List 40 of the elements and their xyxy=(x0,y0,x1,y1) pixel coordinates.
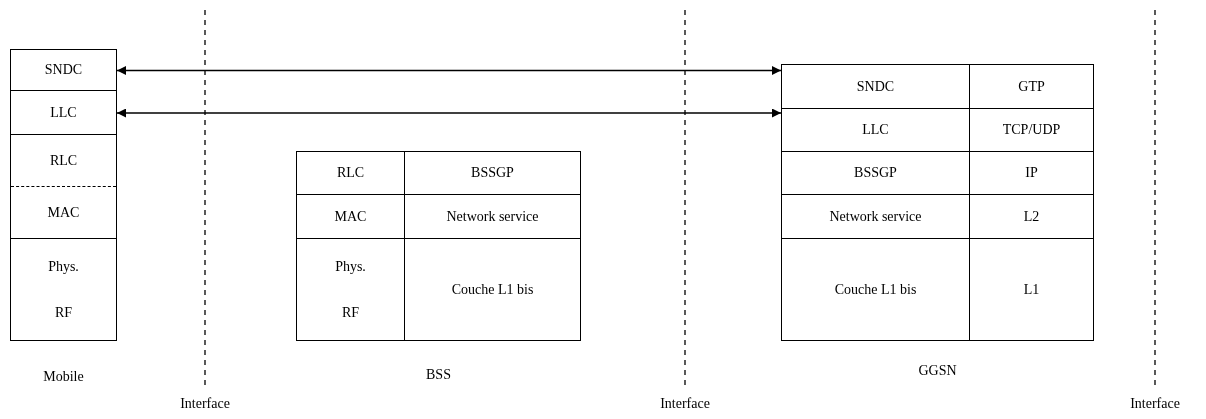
layer-label: GTP xyxy=(1018,77,1045,96)
layer-label: MAC xyxy=(334,207,367,226)
layer-label: RLC xyxy=(336,164,365,182)
node-name: Mobile xyxy=(42,368,85,386)
layer-label: RLC xyxy=(49,151,78,170)
layer-label: MAC xyxy=(47,203,80,222)
layer-label: RF xyxy=(341,304,360,322)
interface-label: Interface xyxy=(1130,395,1180,413)
layer-label: BSSGP xyxy=(471,164,514,182)
layer-label: Phys. xyxy=(335,257,366,275)
layer-label: BSSGP xyxy=(854,164,897,182)
protocol-layer-cell xyxy=(297,195,405,239)
layer-label: Couche L1 bis xyxy=(451,280,534,299)
arrow xyxy=(116,66,782,75)
arrow xyxy=(116,108,782,118)
protocol-layer-cell xyxy=(782,195,970,239)
layer-label: TCP/UDP xyxy=(1002,121,1061,139)
node-name: BSS xyxy=(425,366,452,384)
layer-label: Network service xyxy=(446,207,539,226)
layer-label: LLC xyxy=(50,103,77,122)
protocol-stack-box xyxy=(781,64,1094,341)
interface-label: Interface xyxy=(660,395,710,413)
protocol-stack-box xyxy=(296,151,581,341)
layer-label: Couche L1 bis xyxy=(834,280,917,299)
layer-label: RF xyxy=(54,304,73,322)
protocol-layer-cell xyxy=(782,109,970,152)
layer-label: L2 xyxy=(1023,207,1040,226)
protocol-stack-box xyxy=(10,49,117,341)
layer-label: SNDC xyxy=(44,61,83,79)
interface-label: Interface xyxy=(180,395,230,413)
layer-label: L1 xyxy=(1023,280,1040,299)
layer-label: IP xyxy=(1025,164,1038,182)
layer-label: Network service xyxy=(829,207,922,226)
protocol-layer-cell xyxy=(297,152,405,195)
protocol-layer-cell xyxy=(782,152,970,195)
layer-label: Phys. xyxy=(48,257,79,275)
layer-label: SNDC xyxy=(856,77,895,96)
node-name: GGSN xyxy=(917,362,958,380)
layer-label: LLC xyxy=(862,121,889,139)
protocol-layer-cell xyxy=(782,65,970,109)
